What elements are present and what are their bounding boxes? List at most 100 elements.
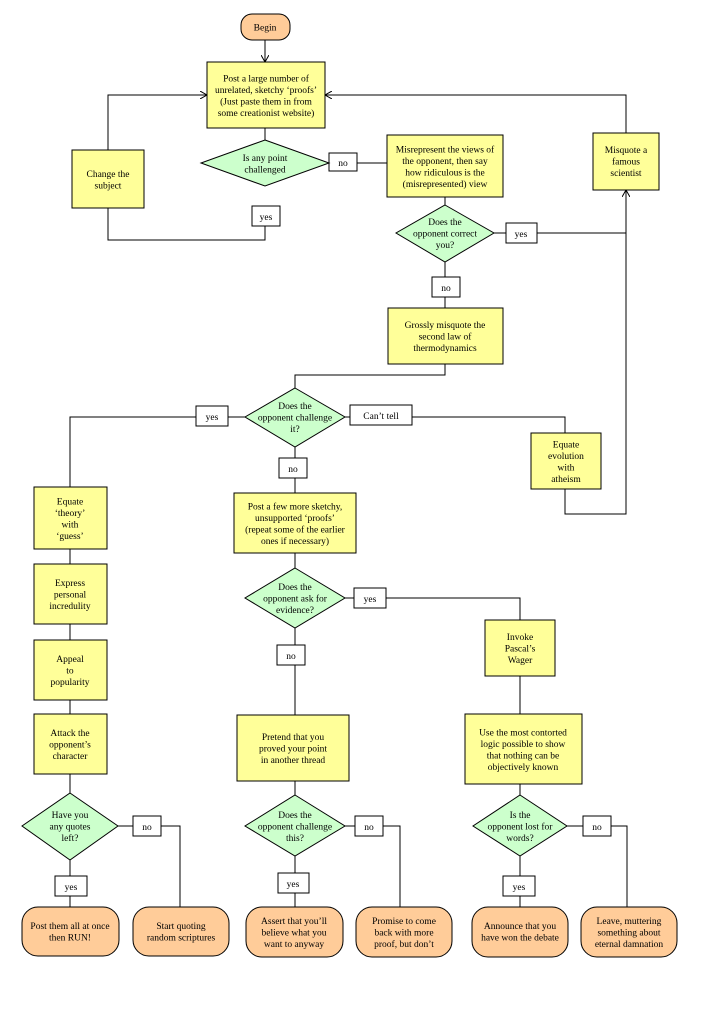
other-thread-text-line: proved your point xyxy=(259,745,327,755)
contorted-text-line: that nothing can be xyxy=(487,751,560,761)
label-yes-quotes-left xyxy=(54,875,88,897)
assert-believe-terminal xyxy=(245,906,344,958)
label-no-correct xyxy=(431,276,461,298)
equate-atheism-box xyxy=(530,432,602,490)
label-cant-tell xyxy=(349,404,413,426)
change-subject-text-line: Change the xyxy=(86,170,129,180)
begin-terminal xyxy=(240,13,291,41)
label-no-challenge-it xyxy=(278,457,308,479)
popularity-text-line: popularity xyxy=(50,678,89,688)
begin-text-line: Begin xyxy=(254,24,277,34)
any-point-text-line: Is any point xyxy=(243,154,288,164)
label-no-quotes-left xyxy=(132,815,162,837)
label-yes-challenge-this xyxy=(277,872,310,894)
ask-evidence-text-line: evidence? xyxy=(276,606,314,616)
challenge-it-text-line: it? xyxy=(290,425,300,435)
theory-guess-text-line: ‘guess’ xyxy=(56,532,83,542)
misrepresent-text-line: (misrepresented) view xyxy=(403,179,488,190)
more-proofs-text-line: Post a few more sketchy, xyxy=(248,501,343,512)
post-proofs-text-line: Post a large number of xyxy=(223,73,310,84)
equate-atheism-text-line: Equate xyxy=(553,440,579,450)
misrepresent-text-line: the opponent, then say xyxy=(402,157,488,167)
challenge-it-diamond xyxy=(244,387,346,448)
label-no-any-point xyxy=(328,152,358,172)
announce-text-line: Announce that you xyxy=(484,922,557,932)
promise-text-line: back with more xyxy=(374,929,433,939)
popularity-text-line: to xyxy=(66,667,74,677)
ask-evidence-text-line: opponent ask for xyxy=(263,594,328,605)
lost-words-text-line: opponent lost for xyxy=(488,822,554,833)
quotes-left-diamond xyxy=(21,792,119,861)
leave-text-line: something about xyxy=(597,929,660,939)
quotes-left-text-line: left? xyxy=(62,833,79,844)
misquote-scientist-text-line: famous xyxy=(612,157,640,168)
label-no-any-point-text: no xyxy=(338,159,348,169)
promise-text-line: proof, but don’t xyxy=(374,939,434,950)
label-yes-quotes-left-text: yes xyxy=(65,883,78,893)
assert-believe-text-line: want to anyway xyxy=(264,940,324,950)
equate-atheism-text-line: evolution xyxy=(548,452,584,462)
second-law-text-line: Grossly misquote the xyxy=(405,321,486,331)
more-proofs-text-line: ones if necessary) xyxy=(261,536,329,547)
more-proofs-box xyxy=(233,492,357,554)
theory-guess-text-line: with xyxy=(62,520,79,530)
challenge-it-text-line: Does the xyxy=(278,402,312,412)
announce-terminal xyxy=(471,906,569,958)
change-subject-box xyxy=(71,149,145,209)
other-thread-text-line: in another thread xyxy=(261,756,326,766)
label-yes-lost-words-text: yes xyxy=(513,883,526,893)
post-proofs-text-line: (Just paste them in from xyxy=(220,96,312,107)
label-yes-any-point xyxy=(251,205,281,227)
any-point-diamond xyxy=(199,139,331,187)
opponent-correct-text-line: opponent correct xyxy=(413,230,477,240)
branch-labels: no yes yes no yes Can’t tell no yes no n… xyxy=(54,152,612,897)
post-proofs-text-line: some creationist website) xyxy=(218,108,315,119)
lost-words-text-line: words? xyxy=(506,834,533,844)
misquote-scientist-text-line: Misquote a xyxy=(605,146,648,156)
contorted-text-line: Use the most contorted xyxy=(479,728,567,738)
misquote-scientist-box xyxy=(592,132,660,191)
change-subject-text-line: subject xyxy=(95,181,122,191)
challenge-this-text-line: this? xyxy=(286,834,304,844)
label-no-ask-evidence xyxy=(276,644,306,666)
pascal-text-line: Invoke xyxy=(507,633,533,643)
label-no-correct-text: no xyxy=(441,284,451,294)
label-yes-challenge-it xyxy=(195,405,229,427)
label-yes-challenge-this-text: yes xyxy=(287,880,300,890)
incredulity-box xyxy=(33,563,108,625)
opponent-correct-text-line: you? xyxy=(436,241,454,251)
incredulity-text-line: personal xyxy=(54,591,87,601)
shapes xyxy=(21,13,678,958)
leave-text-line: Leave, muttering xyxy=(597,917,662,927)
label-no-lost-words xyxy=(582,815,612,837)
ask-evidence-diamond xyxy=(244,567,346,629)
label-yes-ask-evidence-text: yes xyxy=(364,595,377,605)
lost-words-text-line: Is the xyxy=(510,811,531,821)
more-proofs-text-line: unsupported ‘proofs’ xyxy=(255,513,335,524)
label-no-quotes-left-text: no xyxy=(142,823,152,833)
post-proofs-box xyxy=(206,61,326,129)
label-yes-challenge-it-text: yes xyxy=(206,413,219,423)
attack-text-line: Attack the xyxy=(50,729,89,739)
post-proofs-text-line: unrelated, sketchy ‘proofs’ xyxy=(215,85,317,96)
challenge-this-text-line: opponent challenge xyxy=(258,823,332,833)
popularity-box xyxy=(33,639,108,701)
label-no-challenge-this xyxy=(354,815,384,837)
misquote-scientist-text-line: scientist xyxy=(610,169,641,179)
equate-atheism-text-line: atheism xyxy=(551,475,581,485)
other-thread-text-line: Pretend that you xyxy=(262,733,325,743)
contorted-text-line: logic possible to show xyxy=(481,740,566,750)
other-thread-box xyxy=(236,714,350,782)
lost-words-diamond xyxy=(472,794,568,857)
scriptures-terminal xyxy=(132,906,230,957)
contorted-text-line: objectively known xyxy=(488,763,559,773)
scriptures-text-line: Start quoting xyxy=(156,922,206,932)
pascal-text-line: Pascal’s xyxy=(505,645,536,655)
misrepresent-text-line: Misrepresent the views of xyxy=(396,144,495,155)
pascal-box xyxy=(484,619,556,677)
leave-terminal xyxy=(580,906,678,958)
label-no-challenge-it-text: no xyxy=(288,465,298,475)
more-proofs-text-line: (repeat some of the earlier xyxy=(245,524,346,535)
